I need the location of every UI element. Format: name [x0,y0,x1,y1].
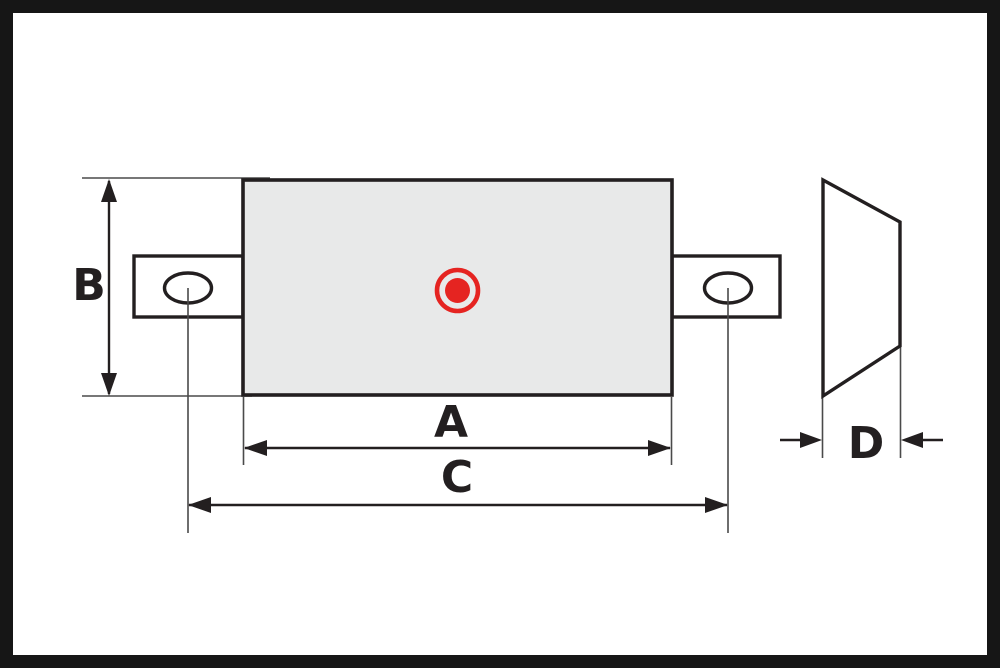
dim-d-arrow-right-pointing [800,432,822,448]
dim-a-arrow-left [244,440,267,456]
dim-c-arrow-left [188,497,211,513]
extension-lines [82,177,902,465]
dimension-d: D [780,418,943,469]
dim-label-a: A [434,397,468,448]
center-marker-core [445,278,470,303]
dim-c-arrow-right [705,497,728,513]
dimension-c: C [188,452,728,513]
side-profile [821,177,902,400]
dim-label-b: B [72,260,106,311]
dim-b-arrow-down [101,373,117,396]
dim-d-arrow-left-pointing [901,432,923,448]
dimension-a: A [244,397,671,456]
dim-b-arrow-up [101,179,117,202]
dim-a-arrow-right [648,440,671,456]
center-marker-icon [434,267,481,314]
dimension-b: B [72,179,117,396]
dim-label-d: D [848,418,885,469]
center-marker-ring [434,267,481,314]
dim-label-c: C [441,452,473,503]
